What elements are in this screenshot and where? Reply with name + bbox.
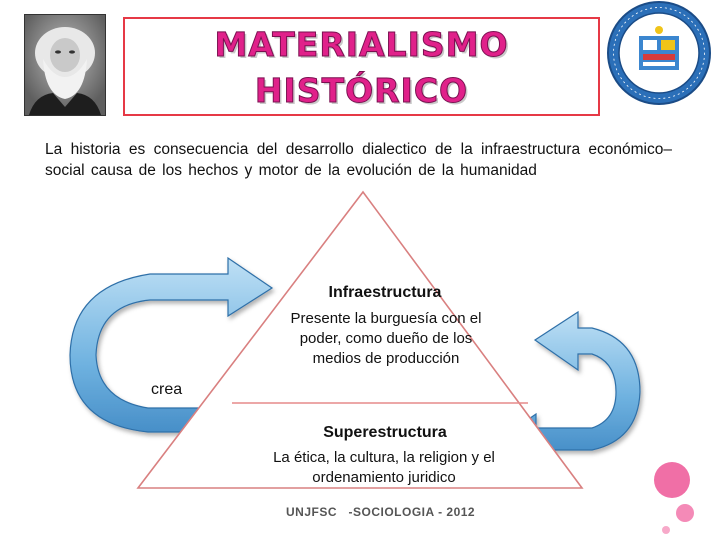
footer-text: UNJFSC -SOCIOLOGIA - 2012 bbox=[286, 505, 476, 519]
superestructura-title: Superestructura bbox=[323, 424, 447, 441]
portrait-photo bbox=[24, 14, 106, 116]
title-box: MATERIALISMO HISTÓRICO bbox=[123, 17, 600, 116]
title-line-2: HISTÓRICO bbox=[254, 71, 469, 111]
decorative-dot-small bbox=[676, 504, 694, 522]
decorative-dot-large bbox=[654, 462, 690, 498]
infraestructura-description: Presente la burguesía con el poder, como… bbox=[290, 310, 482, 367]
infraestructura-title: Infraestructura bbox=[328, 284, 442, 301]
title-line-1: MATERIALISMO bbox=[214, 25, 509, 65]
university-seal-logo bbox=[606, 0, 712, 106]
portrait-image bbox=[25, 15, 105, 115]
seal-emblem-icon bbox=[607, 1, 711, 105]
superestructura-description: La ética, la cultura, la religion y el o… bbox=[273, 449, 495, 486]
intro-paragraph: La historia es consecuencia del desarrol… bbox=[45, 141, 672, 179]
decorative-dot-tiny bbox=[662, 526, 670, 534]
cycle-label: crea bbox=[151, 381, 183, 398]
structure-triangle bbox=[136, 190, 584, 489]
